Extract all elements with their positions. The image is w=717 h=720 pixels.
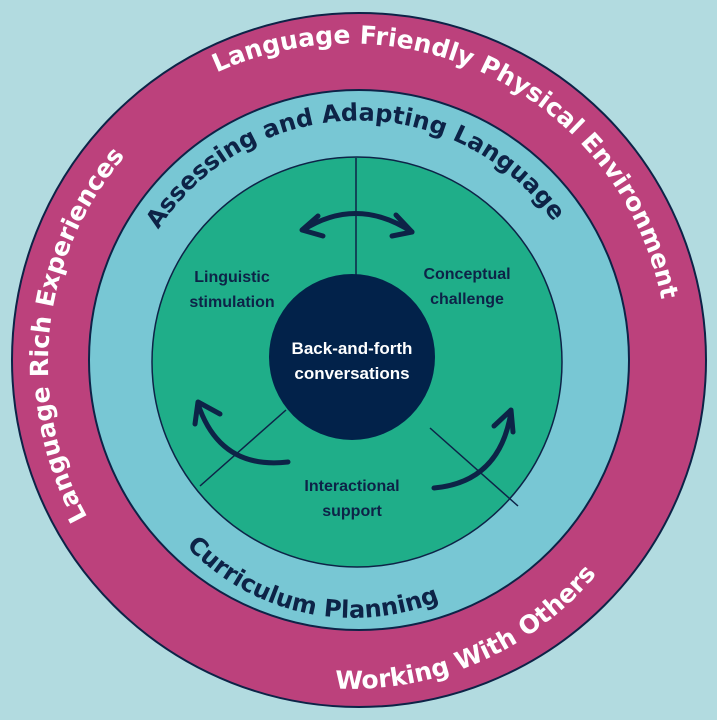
segment-label-linguistic-line2: stimulation bbox=[189, 294, 274, 311]
core-label-line1: Back-and-forth bbox=[292, 339, 413, 358]
divider-right bbox=[429, 427, 519, 507]
divider-left bbox=[199, 409, 287, 487]
segment-label-conceptual-line2: challenge bbox=[430, 291, 504, 308]
segment-label-conceptual-line1: Conceptual bbox=[423, 266, 510, 283]
arrow-right-icon bbox=[431, 407, 516, 491]
segment-label-interactional-line1: Interactional bbox=[304, 478, 399, 495]
core-label-line2: conversations bbox=[294, 364, 409, 383]
segment-label-interactional-line2: support bbox=[322, 503, 382, 520]
arrow-left-icon bbox=[192, 399, 291, 466]
double-arrow-top-icon bbox=[299, 211, 415, 239]
segment-label-linguistic-line1: Linguistic bbox=[194, 269, 270, 286]
core-circle bbox=[269, 274, 435, 440]
